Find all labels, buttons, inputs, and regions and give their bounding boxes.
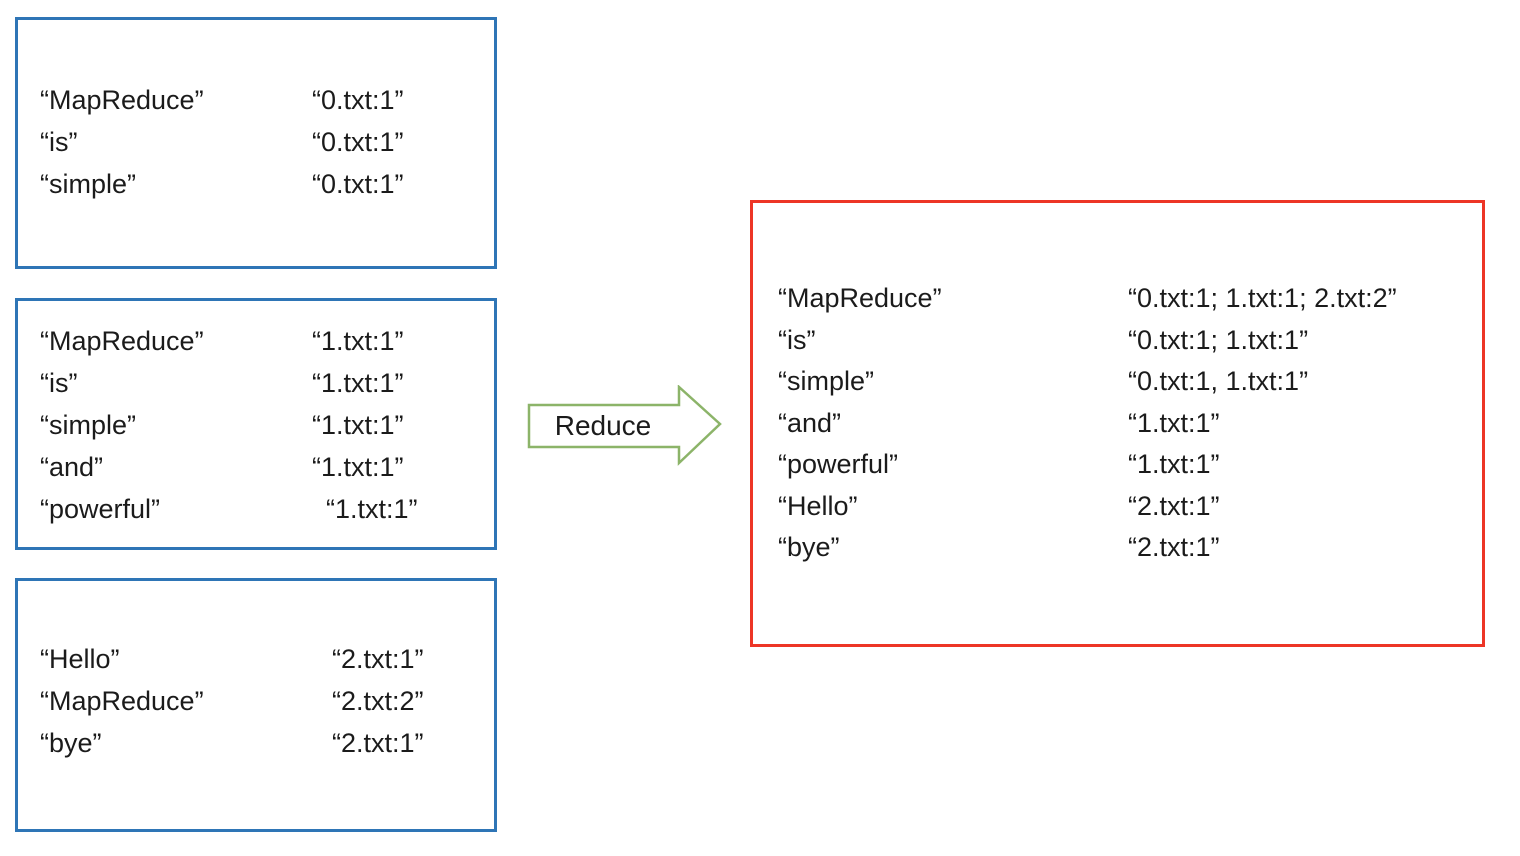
kv-key: “and”: [40, 452, 104, 482]
table-row: “bye” “2.txt:1”: [40, 722, 494, 764]
kv-value: “1.txt:1”: [1128, 449, 1220, 479]
table-row: “Hello” “2.txt:1”: [778, 486, 1482, 528]
kv-key: “powerful”: [40, 494, 161, 524]
kv-key: “simple”: [40, 410, 137, 440]
table-row: “and” “1.txt:1”: [40, 446, 494, 488]
kv-key: “is”: [778, 324, 816, 355]
map-output-box-1: “MapReduce” “1.txt:1” “is” “1.txt:1” “si…: [15, 298, 497, 550]
table-row: “powerful” “1.txt:1”: [778, 444, 1482, 486]
table-row: “bye” “2.txt:1”: [778, 527, 1482, 569]
table-row: “powerful” “1.txt:1”: [40, 488, 494, 530]
table-row: “simple” “1.txt:1”: [40, 404, 494, 446]
table-row: “is” “1.txt:1”: [40, 362, 494, 404]
kv-value: “1.txt:1”: [312, 452, 404, 482]
kv-value: “1.txt:1”: [312, 410, 404, 440]
kv-key: “Hello”: [778, 490, 858, 521]
kv-key: “simple”: [778, 366, 875, 396]
kv-value: “1.txt:1”: [312, 326, 404, 356]
table-row: “MapReduce” “1.txt:1”: [40, 320, 494, 362]
map-output-box-0: “MapReduce” “0.txt:1” “is” “0.txt:1” “si…: [15, 17, 497, 269]
kv-key: “MapReduce”: [40, 85, 204, 115]
kv-key: “bye”: [778, 532, 840, 562]
kv-key: “MapReduce”: [40, 326, 204, 356]
reduce-arrow: Reduce: [527, 385, 723, 466]
kv-key: “is”: [40, 127, 78, 157]
table-row: “simple” “0.txt:1”: [40, 163, 494, 205]
kv-value: “0.txt:1”: [312, 169, 404, 199]
kv-key: “and”: [778, 407, 842, 438]
reduce-output-box: “MapReduce” “0.txt:1; 1.txt:1; 2.txt:2” …: [750, 200, 1485, 647]
kv-key: “bye”: [40, 728, 102, 758]
kv-key: “Hello”: [40, 644, 120, 674]
table-row: “Hello” “2.txt:1”: [40, 638, 494, 680]
kv-value: “1.txt:1”: [1128, 407, 1220, 438]
kv-key: “powerful”: [778, 449, 899, 479]
table-row: “and” “1.txt:1”: [778, 403, 1482, 445]
kv-value: “2.txt:1”: [1128, 532, 1220, 562]
map-output-box-2: “Hello” “2.txt:1” “MapReduce” “2.txt:2” …: [15, 578, 497, 832]
kv-value: “2.txt:1”: [332, 644, 424, 674]
table-row: “MapReduce” “0.txt:1”: [40, 79, 494, 121]
kv-value: “1.txt:1”: [326, 494, 418, 524]
reduce-arrow-label: Reduce: [554, 409, 652, 441]
table-row: “MapReduce” “0.txt:1; 1.txt:1; 2.txt:2”: [778, 278, 1482, 320]
kv-value: “2.txt:1”: [1128, 490, 1220, 521]
table-row: “MapReduce” “2.txt:2”: [40, 680, 494, 722]
table-row: “simple” “0.txt:1, 1.txt:1”: [778, 361, 1482, 403]
right-arrow-icon: [527, 385, 722, 466]
kv-value: “1.txt:1”: [312, 368, 404, 398]
kv-value: “2.txt:2”: [332, 686, 424, 716]
kv-value: “0.txt:1; 1.txt:1”: [1128, 324, 1309, 355]
table-row: “is” “0.txt:1; 1.txt:1”: [778, 320, 1482, 362]
kv-key: “MapReduce”: [778, 283, 942, 313]
kv-key: “simple”: [40, 169, 137, 199]
kv-value: “2.txt:1”: [332, 728, 424, 758]
kv-value: “0.txt:1, 1.txt:1”: [1128, 366, 1309, 396]
kv-key: “MapReduce”: [40, 686, 204, 716]
kv-value: “0.txt:1”: [312, 127, 404, 157]
kv-key: “is”: [40, 368, 78, 398]
kv-value: “0.txt:1; 1.txt:1; 2.txt:2”: [1128, 283, 1397, 313]
kv-value: “0.txt:1”: [312, 85, 404, 115]
table-row: “is” “0.txt:1”: [40, 121, 494, 163]
